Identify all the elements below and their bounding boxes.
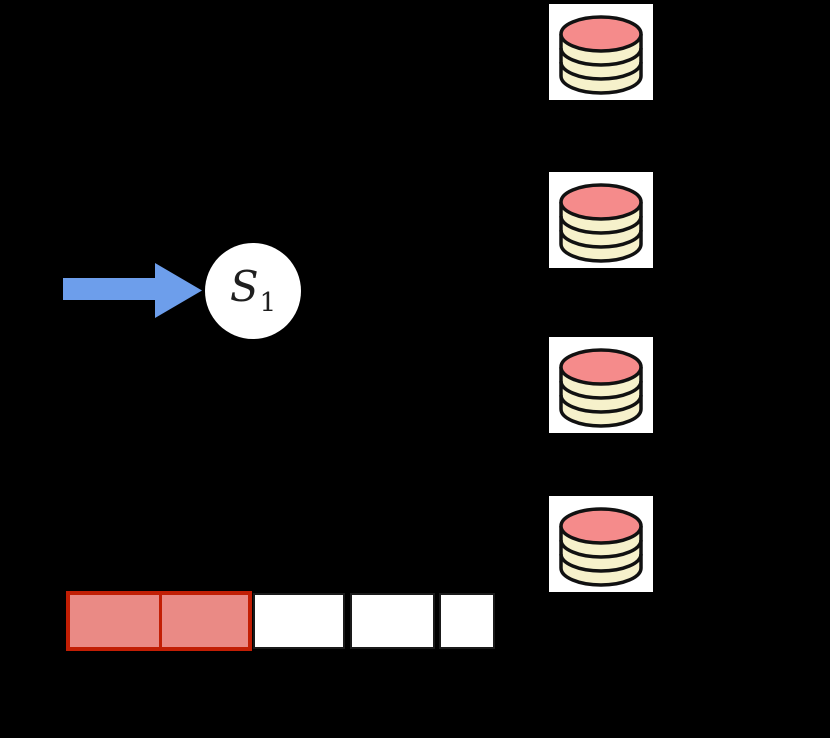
database-cylinder-icon bbox=[559, 15, 643, 95]
arrival-arrow bbox=[62, 262, 204, 319]
buffer-cell-empty bbox=[439, 593, 495, 649]
database-cylinder-icon bbox=[559, 507, 643, 587]
buffer-cell-empty bbox=[253, 593, 345, 649]
server-label-main: S bbox=[229, 262, 259, 311]
database-cylinder-icon bbox=[559, 348, 643, 428]
database-cylinder-icon bbox=[559, 183, 643, 263]
database-icon bbox=[549, 496, 653, 592]
database-icon bbox=[549, 172, 653, 268]
server-node: S1 bbox=[205, 243, 301, 339]
buffer-cell-filled bbox=[66, 591, 159, 651]
server-node-label: S1 bbox=[230, 266, 277, 318]
buffer-cell-empty bbox=[350, 593, 435, 649]
arrow-right-icon bbox=[63, 263, 202, 318]
buffer-cell-filled bbox=[159, 591, 252, 651]
database-icon bbox=[549, 4, 653, 100]
database-icon bbox=[549, 337, 653, 433]
server-label-subscript: 1 bbox=[259, 288, 277, 318]
